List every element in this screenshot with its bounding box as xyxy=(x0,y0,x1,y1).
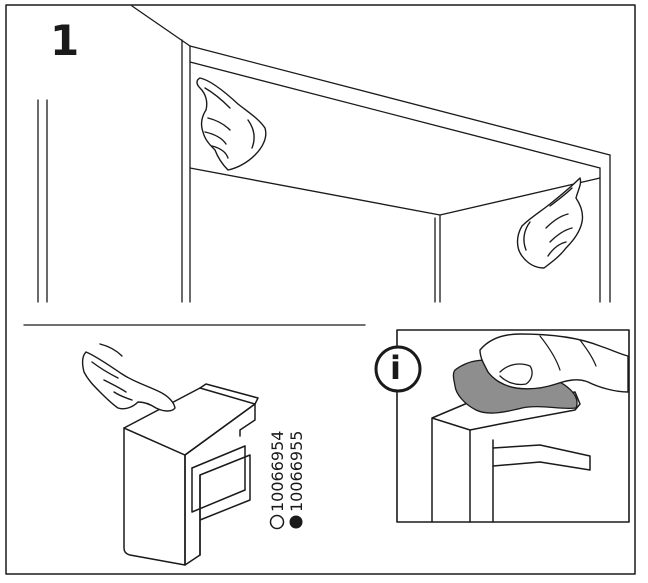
info-letter: i xyxy=(390,349,401,387)
step-number: 1 xyxy=(50,16,80,65)
clip-part-drawing xyxy=(123,383,259,566)
open-circle-icon xyxy=(269,514,285,530)
part-code-open: 10066954 xyxy=(268,430,287,512)
part-code-filled: 10066955 xyxy=(287,430,306,512)
hand-pointing-at-clip xyxy=(81,343,176,412)
cabinet-interior-drawing xyxy=(37,5,611,303)
filled-circle-icon xyxy=(289,515,303,529)
page-border xyxy=(5,4,636,575)
hand-pointing-left xyxy=(196,77,267,171)
info-icon xyxy=(374,345,422,393)
info-panel xyxy=(374,329,630,523)
wiping-hand-icon xyxy=(479,333,629,393)
hand-pointing-right xyxy=(516,177,584,269)
